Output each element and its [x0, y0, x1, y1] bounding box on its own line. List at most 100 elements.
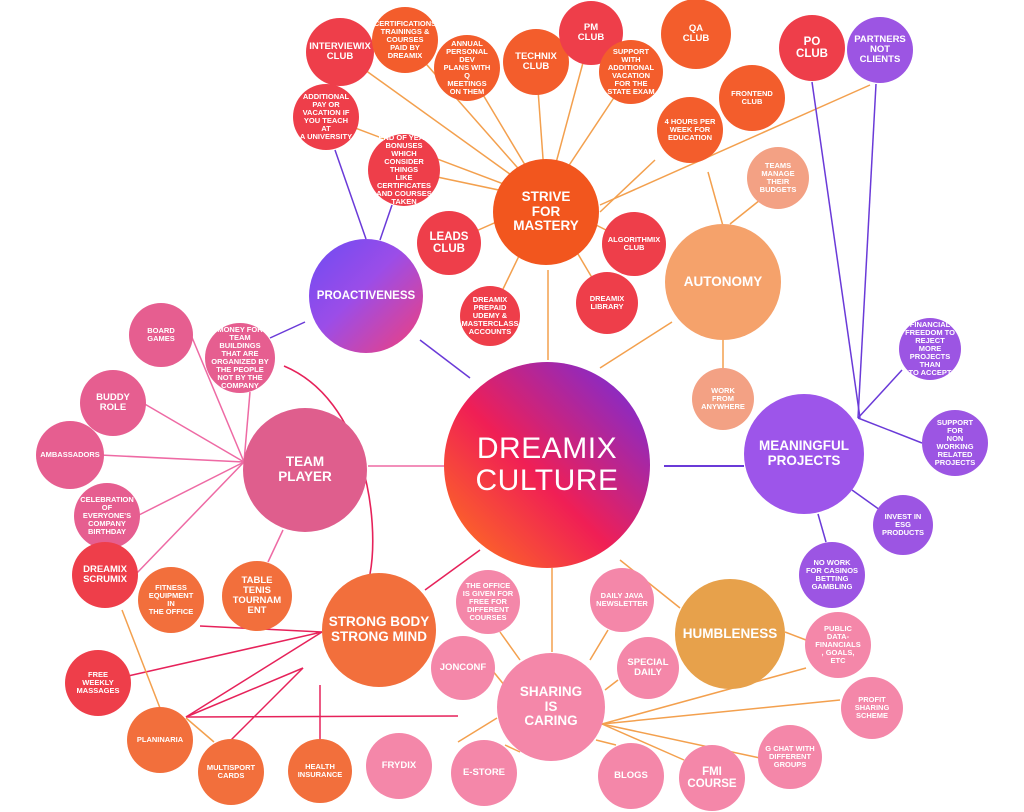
node-label-workany: WORK FROM ANYWHERE	[701, 385, 745, 412]
node-label-fitness: FITNESS EQUIPMENT IN THE OFFICE	[148, 582, 194, 617]
node-label-fourhours: 4 HOURS PER WEEK FOR EDUCATION	[664, 116, 716, 143]
edge-sharing-publicdata	[601, 667, 807, 725]
node-certs: CERTIFICATIONS TRAININGS & COURSES PAID …	[372, 7, 438, 73]
node-label-office: THE OFFICE IS GIVEN FOR FREE FOR DIFFERE…	[462, 580, 514, 623]
node-label-boardgames: BOARD GAMES	[147, 325, 175, 343]
node-bonuses: END OF YEAR BONUSES WHICH CONSIDER THING…	[368, 132, 440, 207]
node-teams: TEAMS MANAGE THEIR BUDGETS	[747, 147, 809, 209]
node-label-massages: FREE WEEKLY MASSAGES	[76, 669, 120, 696]
node-casinos: NO WORK FOR CASINOS BETTING GAMBLING	[799, 542, 865, 608]
node-massages: FREE WEEKLY MASSAGES	[65, 650, 131, 716]
edge-scrumix-planinaria	[121, 609, 161, 709]
edge-team-ambassadors	[99, 454, 245, 463]
node-label-publicdata: PUBLIC DATA- FINANCIALS , GOALS, ETC	[815, 623, 861, 666]
edge-center-proactive	[419, 339, 471, 379]
node-fourhours: 4 HOURS PER WEEK FOR EDUCATION	[657, 97, 723, 163]
node-mastery: STRIVE FOR MASTERY	[493, 159, 599, 265]
node-label-bonuses: END OF YEAR BONUSES WHICH CONSIDER THING…	[376, 132, 432, 207]
node-label-multisport: MULTISPORT CARDS	[206, 762, 256, 780]
node-workany: WORK FROM ANYWHERE	[692, 368, 754, 430]
node-label-frydix: FRYDIX	[381, 759, 417, 771]
node-team: TEAM PLAYER	[243, 408, 367, 532]
edge-mastery-poclub	[599, 84, 871, 206]
node-label-fmi: FMI COURSE	[687, 765, 737, 790]
edge-planinaria-multisport	[185, 717, 215, 743]
edge-proactive-addpay	[334, 149, 367, 240]
node-planinaria: PLANINARIA	[127, 707, 193, 773]
node-label-money: MONEY FOR TEAM BUILDINGS THAT ARE ORGANI…	[211, 324, 269, 391]
node-label-poclub: PO CLUB	[796, 35, 828, 60]
node-label-health: HEALTH INSURANCE	[297, 761, 343, 779]
node-library: DREAMIX LIBRARY	[576, 272, 638, 334]
node-label-teams: TEAMS MANAGE THEIR BUDGETS	[759, 160, 797, 195]
edge-partners-meaningful	[857, 83, 877, 419]
node-multisport: MULTISPORT CARDS	[198, 739, 264, 805]
node-label-jonconf: JONCONF	[439, 661, 487, 673]
node-label-esg: INVEST IN ESG PRODUCTS	[881, 511, 925, 538]
node-financial: FINANCIAL FREEDOM TO REJECT MORE PROJECT…	[899, 318, 961, 380]
node-health: HEALTH INSURANCE	[288, 739, 352, 803]
node-label-frontend: FRONTEND CLUB	[731, 88, 773, 106]
edge-sharing-blogs	[595, 739, 617, 746]
node-label-meaningful: MEANINGFUL PROJECTS	[759, 438, 849, 468]
edge-proactive-bonuses	[379, 204, 393, 241]
node-meaningful: MEANINGFUL PROJECTS	[744, 394, 864, 514]
node-label-scrumix: DREAMIX SCRUMIX	[83, 563, 127, 585]
node-label-sharing: SHARING IS CARING	[519, 684, 583, 729]
node-label-technix: TECHNIX CLUB	[515, 50, 557, 72]
node-supportnon: SUPPORT FOR NON WORKING RELATED PROJECTS	[922, 410, 988, 476]
node-fitness: FITNESS EQUIPMENT IN THE OFFICE	[138, 567, 204, 633]
edge-team-scrumix	[134, 461, 245, 576]
node-leads: LEADS CLUB	[417, 211, 481, 275]
node-label-pmclub: PM CLUB	[577, 21, 605, 43]
node-label-buddy: BUDDY ROLE	[96, 391, 130, 413]
node-buddy: BUDDY ROLE	[80, 370, 146, 436]
node-specialdaily: SPECIAL DAILY	[617, 637, 679, 699]
node-autonomy: AUTONOMY	[665, 224, 781, 340]
node-dailyjava: DAILY JAVA NEWSLETTER	[590, 568, 654, 632]
edge-team-boardgames	[190, 334, 245, 463]
node-blogs: BLOGS	[598, 743, 664, 809]
node-algorithmix: ALGORITHMIX CLUB	[602, 212, 666, 276]
node-gchat: G CHAT WITH DIFFERENT GROUPS	[758, 725, 822, 789]
edge-proactive-money	[269, 321, 306, 339]
node-label-body: STRONG BODY STRONG MIND	[328, 614, 430, 644]
edge-center-body	[424, 549, 481, 591]
node-support: SUPPORT WITH ADDITIONAL VACATION FOR THE…	[599, 40, 663, 104]
node-label-autonomy: AUTONOMY	[683, 273, 763, 289]
edge-meaningful-supportnon	[857, 417, 923, 444]
node-sharing: SHARING IS CARING	[497, 653, 605, 761]
node-label-qaclub: QA CLUB	[682, 22, 710, 44]
edge-mastery-fourhours	[599, 159, 656, 213]
edge-autonomy-fourhours	[707, 171, 724, 227]
node-label-partners: PARTNERS NOT CLIENTS	[854, 33, 906, 66]
node-label-interviewix: Interviewix Club	[309, 40, 371, 62]
node-center: DREAMIX CULTURE	[444, 362, 650, 568]
edge-humbleness-publicdata	[784, 631, 807, 641]
node-fmi: FMI COURSE	[679, 745, 745, 811]
node-label-center: DREAMIX CULTURE	[475, 431, 619, 497]
node-label-addpay: ADDITIONAL PAY OR VACATION IF YOU TEACH …	[299, 91, 353, 142]
edge-poclub-meaningful	[811, 81, 861, 419]
node-esg: INVEST IN ESG PRODUCTS	[873, 495, 933, 555]
node-celebration: CELEBRATION OF EVERYONE'S COMPANY BIRTHD…	[74, 483, 140, 549]
edge-body-multisport	[230, 667, 304, 741]
edge-meaningful-financial	[857, 369, 903, 419]
node-frydix: FRYDIX	[366, 733, 432, 799]
edge-team-tabletennis	[267, 529, 284, 563]
edge-meaningful-casinos	[817, 513, 827, 543]
node-interviewix: Interviewix Club	[306, 18, 374, 86]
node-label-prepaid: DREAMIX PREPAID UDEMY & MASTERCLASS ACCO…	[461, 294, 519, 337]
node-label-casinos: NO WORK FOR CASINOS BETTING GAMBLING	[805, 557, 859, 592]
node-label-tabletennis: TABLE TENIS TOURNAM ENT	[232, 574, 282, 617]
node-devplans: ANNUAL PERSONAL DEV PLANS WITH Q MEETING…	[434, 35, 500, 101]
node-poclub: PO CLUB	[779, 15, 845, 81]
node-prepaid: DREAMIX PREPAID UDEMY & MASTERCLASS ACCO…	[460, 286, 520, 346]
edge-meaningful-esg	[851, 489, 881, 511]
node-partners: PARTNERS NOT CLIENTS	[847, 17, 913, 83]
node-label-ambassadors: AMBASSADORS	[40, 449, 100, 459]
node-frontend: FRONTEND CLUB	[719, 65, 785, 131]
node-label-estore: E-STORE	[462, 766, 506, 778]
node-office: THE OFFICE IS GIVEN FOR FREE FOR DIFFERE…	[456, 570, 520, 634]
node-label-team: TEAM PLAYER	[278, 454, 332, 484]
